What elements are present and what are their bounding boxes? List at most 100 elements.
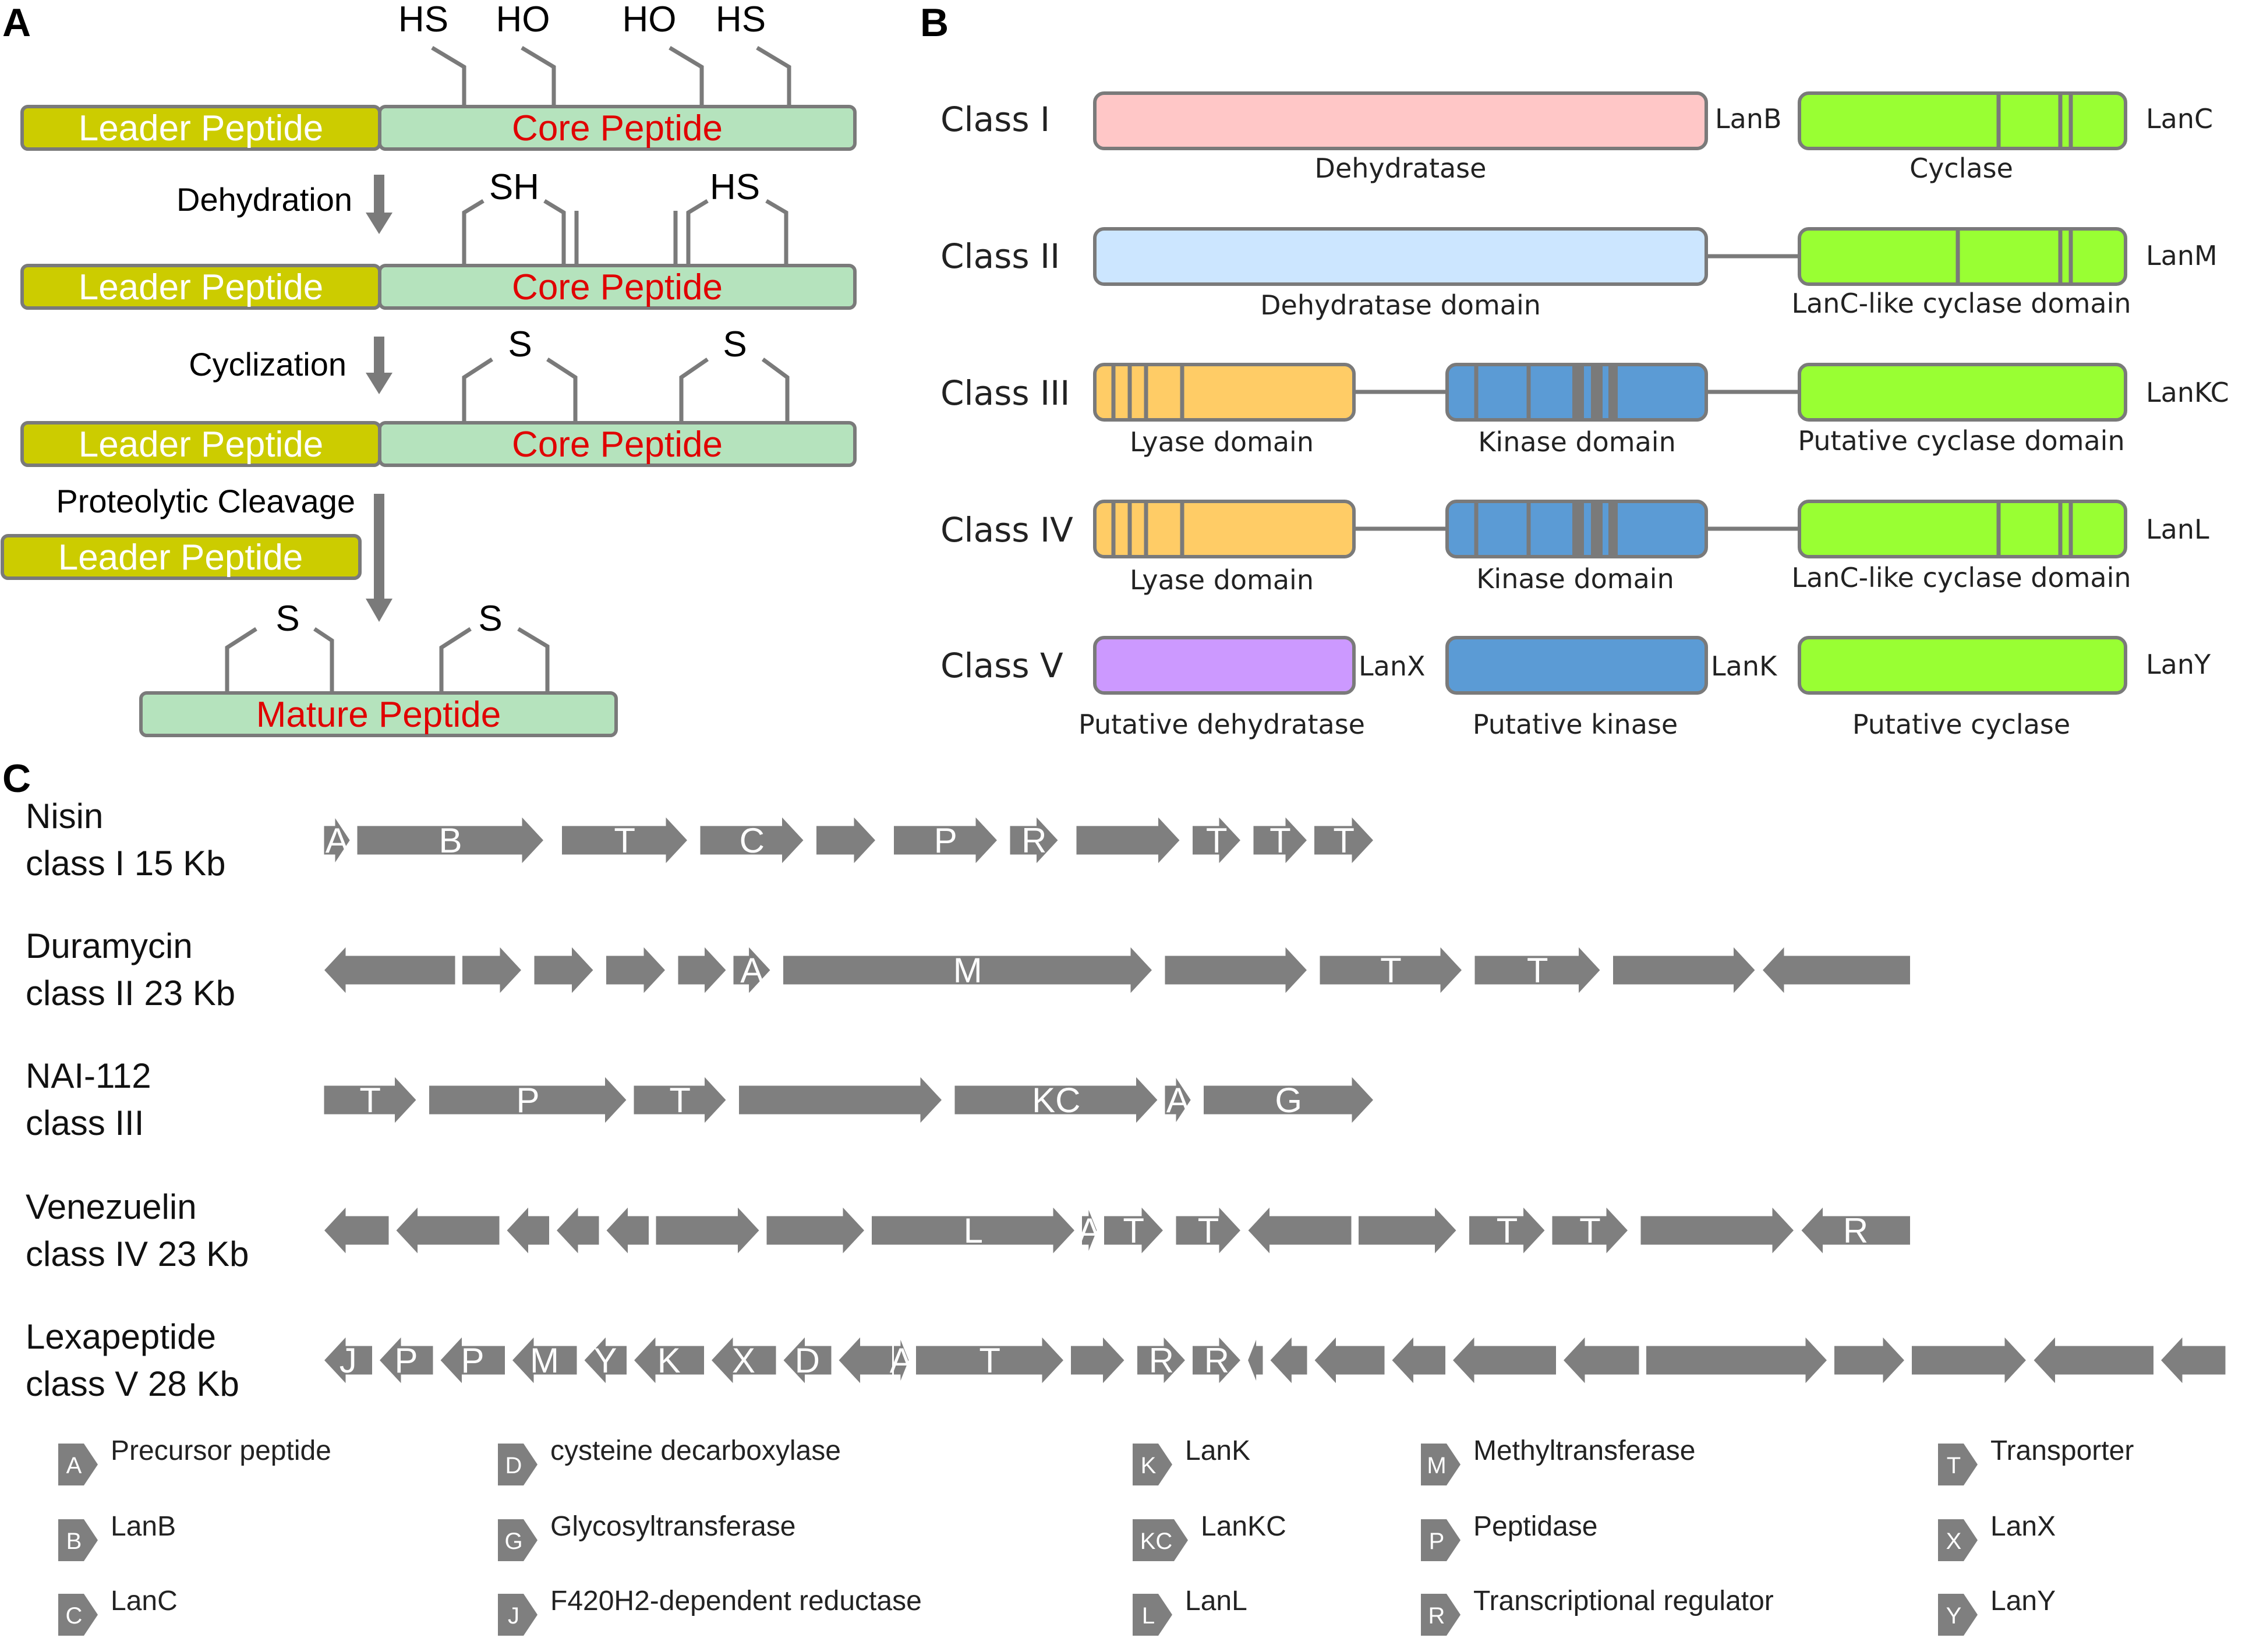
lyase-domain-box xyxy=(1093,363,1356,422)
precursor-row-3: Leader Peptide Core Peptide S S xyxy=(20,324,857,467)
gene-arrow xyxy=(1639,1203,1797,1258)
gene-label: T xyxy=(1198,1211,1219,1250)
legend-description: LanK xyxy=(1185,1435,1250,1466)
cyclase-domain-box xyxy=(1798,363,2127,422)
gene-arrow xyxy=(2158,1333,2227,1388)
enzyme-tag: LanL xyxy=(2146,514,2209,545)
legend-key: Y xyxy=(1946,1603,1962,1629)
gene-label: T xyxy=(1269,821,1291,860)
enzyme-tag: LanY xyxy=(2146,649,2211,680)
domain-name: Lyase domain xyxy=(1130,426,1314,458)
gene-arrow xyxy=(1473,943,1603,997)
gene-arrow xyxy=(765,1203,867,1258)
core-peptide-box xyxy=(378,105,857,151)
domain-name: Kinase domain xyxy=(1478,426,1675,458)
gene-label: P xyxy=(934,821,957,860)
legend-key: M xyxy=(1427,1453,1446,1478)
cluster-class: class III xyxy=(26,1103,144,1142)
step-arrow-dehydration xyxy=(366,175,392,234)
gene-arrow xyxy=(1268,1333,1309,1388)
gene-arrow xyxy=(1191,1333,1243,1388)
legend-gene-arrow xyxy=(1421,1444,1461,1485)
lyase-domain-box xyxy=(1093,500,1356,558)
gene-label: G xyxy=(1275,1081,1302,1120)
hs-group: HS xyxy=(398,0,448,40)
cyclase-box xyxy=(1798,91,2127,150)
gene-arrow xyxy=(953,1073,1160,1127)
ho-group: HO xyxy=(623,0,677,40)
legend-gene-arrow xyxy=(1133,1444,1172,1485)
legend-key: L xyxy=(1142,1603,1155,1629)
gene-arrow xyxy=(1799,1203,1912,1258)
legend-key: P xyxy=(1429,1529,1445,1554)
gene-arrow xyxy=(1251,813,1310,868)
cluster-name: Venezuelin xyxy=(26,1187,197,1226)
gene-arrow xyxy=(892,1335,911,1386)
enzyme-tag: LanKC xyxy=(2146,377,2229,408)
core-peptide-box xyxy=(378,421,857,467)
gene-label: T xyxy=(669,1081,691,1120)
domain-name: Lyase domain xyxy=(1130,564,1314,596)
gene-arrow xyxy=(631,1333,706,1388)
legend-gene-arrow xyxy=(1938,1519,1978,1561)
step-label-proteolytic-cleavage: Proteolytic Cleavage xyxy=(56,483,355,519)
gene-arrow xyxy=(676,943,729,997)
legend-gene-arrow xyxy=(498,1444,537,1485)
domain-name: Putative cyclase domain xyxy=(1798,425,2124,457)
gene-label: L xyxy=(964,1211,983,1250)
legend-gene-arrow xyxy=(498,1594,537,1636)
hs-group: HS xyxy=(716,0,766,40)
gene-label: B xyxy=(439,821,462,860)
cyclase-box xyxy=(1798,636,2127,695)
step-arrow-cleavage xyxy=(366,494,392,622)
gene-arrow xyxy=(2031,1333,2155,1388)
gene-arrow xyxy=(709,1333,778,1388)
gene-arrow xyxy=(322,1073,419,1127)
domain-name: LanC-like cyclase domain xyxy=(1791,562,2131,593)
gene-label: R xyxy=(1021,821,1046,860)
gene-arrow xyxy=(1163,1072,1193,1128)
gene-arrow xyxy=(438,1333,507,1388)
gene-arrow xyxy=(554,1203,601,1258)
gene-arrow xyxy=(654,1203,762,1258)
legend-description: LanKC xyxy=(1201,1511,1286,1542)
enzyme-class-2: Class II Dehydratase domain LanM LanC-li… xyxy=(940,227,2218,321)
gene-arrow xyxy=(1645,1333,1830,1388)
enzyme-tag: LanX xyxy=(1359,650,1425,682)
gene-label: A xyxy=(890,1341,913,1380)
gene-arrow xyxy=(1389,1333,1447,1388)
gene-arrow xyxy=(1611,943,1757,997)
legend-description: Glycosyltransferase xyxy=(550,1511,795,1542)
legend-description: LanC xyxy=(111,1586,178,1616)
precursor-row-1: Leader Peptide Core Peptide HS HO HO HS xyxy=(20,0,857,151)
gene-arrow xyxy=(510,1333,579,1388)
legend-gene-arrow xyxy=(1938,1594,1978,1636)
gene-arrow xyxy=(1550,1203,1631,1258)
core-peptide-box xyxy=(378,264,857,310)
legend-description: Transporter xyxy=(1990,1435,2134,1466)
gene-arrow xyxy=(604,1203,650,1258)
legend-key: D xyxy=(505,1453,522,1478)
kinase-box xyxy=(1445,636,1708,695)
gene-label: K xyxy=(657,1341,681,1380)
gene-arrow xyxy=(1246,1335,1265,1386)
legend-key: C xyxy=(66,1603,83,1629)
gene-label: R xyxy=(1204,1341,1229,1380)
gene-arrow xyxy=(1910,1333,2029,1388)
dehydratase-box xyxy=(1093,91,1708,150)
legend-gene-arrow xyxy=(58,1519,98,1561)
legend-key: J xyxy=(508,1603,519,1629)
gene-arrow xyxy=(1074,813,1182,868)
legend-key: G xyxy=(504,1529,522,1554)
gene-arrow xyxy=(1069,1333,1127,1388)
domain-name: Putative cyclase xyxy=(1852,709,2070,740)
gene-arrow xyxy=(461,943,524,997)
